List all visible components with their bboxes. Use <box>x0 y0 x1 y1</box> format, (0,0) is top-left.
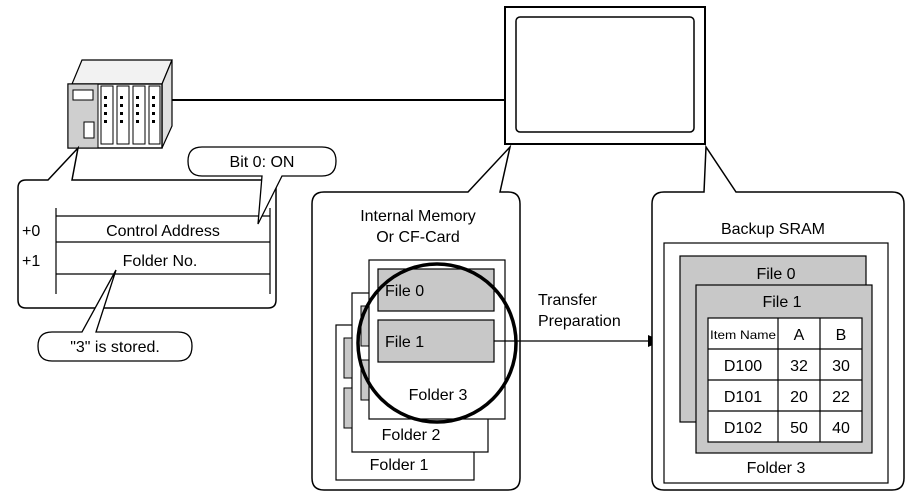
table-cell: D101 <box>724 389 762 406</box>
backup-sram-title: Backup SRAM <box>721 221 825 238</box>
file-1 <box>377 319 495 363</box>
table-header-b: B <box>836 327 847 344</box>
bit-on-bubble <box>187 146 337 225</box>
folder-stack: Folder 1 Folder 2 Folder 3 File 0 File 1 <box>335 259 506 481</box>
table-cell: 30 <box>832 358 850 375</box>
table-cell: 22 <box>832 389 850 406</box>
table-cell: D100 <box>724 358 762 375</box>
table-cell: 20 <box>790 389 808 406</box>
internal-memory-title-line2: Or CF-Card <box>376 229 460 246</box>
table-cell: 40 <box>832 420 850 437</box>
table-cell: D102 <box>724 420 762 437</box>
plc-device-icon <box>67 59 173 149</box>
memory-table: +0 Control Address +1 Folder No. <box>22 208 271 294</box>
table-cell: 50 <box>790 420 808 437</box>
stored-text: "3" is stored. <box>70 339 160 356</box>
folder-2-label: Folder 2 <box>382 427 441 444</box>
folder-no-label: Folder No. <box>123 253 198 270</box>
transfer-label-line1: Transfer <box>538 292 598 309</box>
stored-bubble <box>37 269 193 362</box>
bit-on-text: Bit 0: ON <box>230 154 295 171</box>
folder-3-label: Folder 3 <box>409 387 468 404</box>
control-address-label: Control Address <box>106 223 220 240</box>
folder-1-label: Folder 1 <box>370 457 429 474</box>
backup-data-table: Item Name A B D100 32 30 D101 20 22 D102… <box>707 317 863 443</box>
internal-memory-title-line1: Internal Memory <box>360 208 476 225</box>
file-1-label: File 1 <box>385 334 424 351</box>
file-0-label: File 0 <box>385 283 424 300</box>
display-unit-icon <box>504 6 706 145</box>
backup-file-0-label: File 0 <box>756 266 795 283</box>
transfer-label-line2: Preparation <box>538 313 621 330</box>
offset-1-label: +1 <box>22 253 40 270</box>
table-header-a: A <box>794 327 805 344</box>
offset-0-label: +0 <box>22 223 40 240</box>
table-cell: 32 <box>790 358 808 375</box>
backup-folder-label: Folder 3 <box>747 460 806 477</box>
highlight-circle <box>356 262 518 424</box>
backup-file-1-label: File 1 <box>762 294 801 311</box>
table-header-item-name: Item Name <box>710 328 776 342</box>
